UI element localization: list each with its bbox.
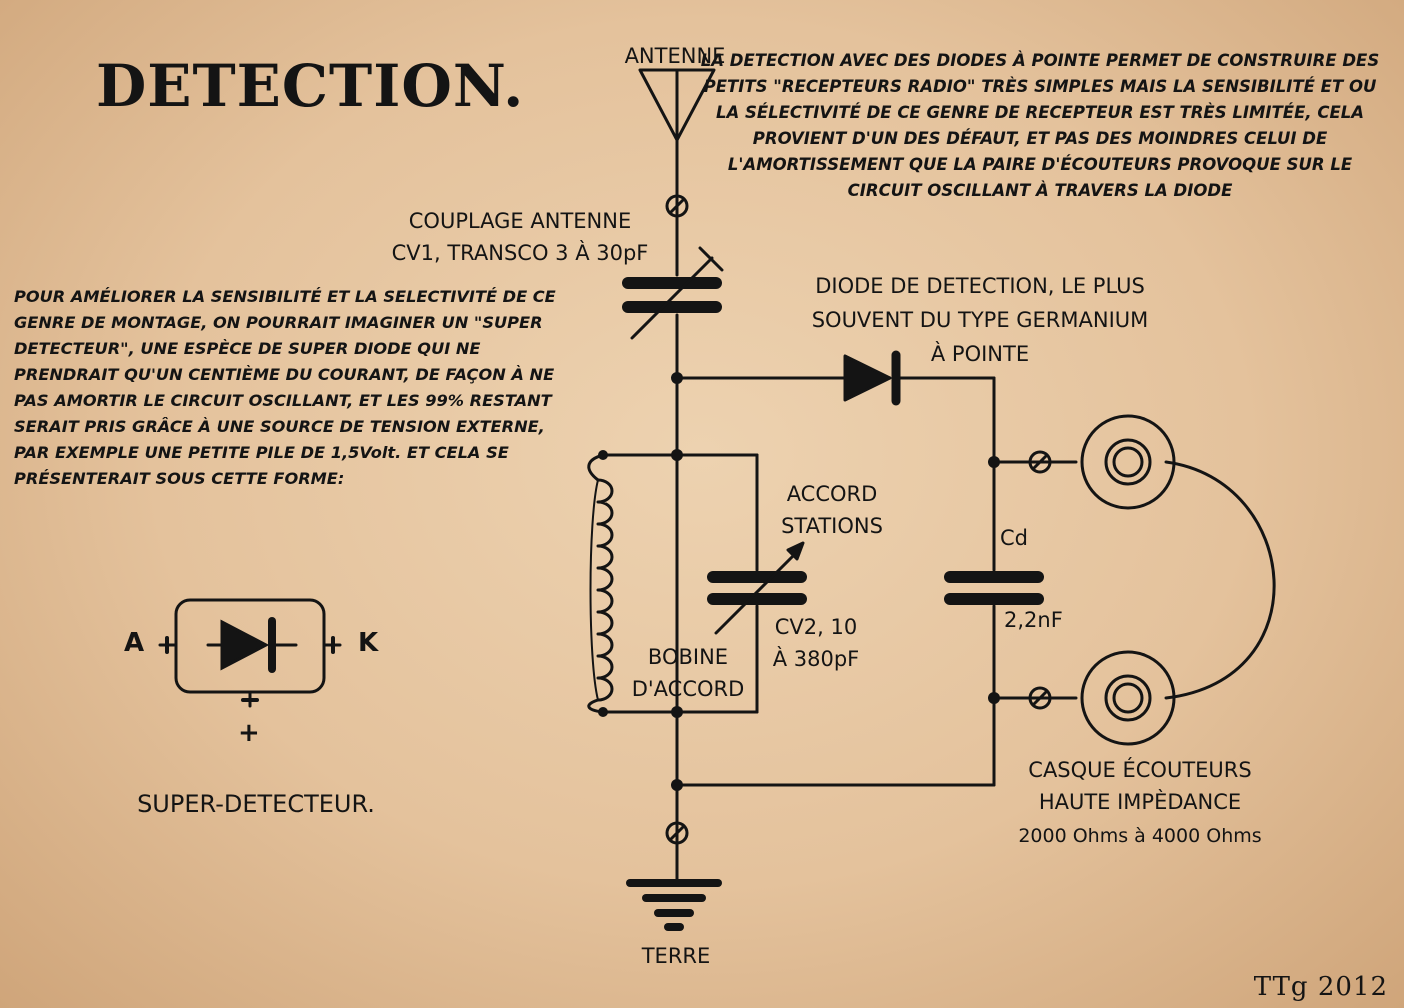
cd-capacitor: [944, 571, 1044, 605]
diode-label-1: DIODE DE DETECTION, LE PLUS: [815, 274, 1145, 298]
antenna-symbol: [638, 68, 716, 142]
headphones-label-2: HAUTE IMPÈDANCE: [1038, 790, 1242, 814]
cv1-capacitor: [622, 246, 724, 340]
cv2-capacitor: [707, 541, 807, 635]
tuning-label-2: STATIONS: [781, 514, 883, 538]
cv2-label-2: À 380pF: [772, 647, 860, 671]
headband: [1164, 460, 1276, 700]
super-detector-symbol: [158, 598, 342, 708]
headphones-label-3: 2000 Ohms à 4000 Ohms: [1018, 825, 1262, 847]
ground-label: TERRE: [641, 944, 711, 968]
terminal-antenna: [665, 194, 689, 218]
headphone-lower: [1080, 650, 1176, 746]
super-detector-caption: SUPER-DETECTEUR.: [137, 790, 375, 818]
super-plus-label: +: [238, 718, 260, 748]
note-top: LA DETECTION AVEC DES DIODES À POINTE PE…: [700, 51, 1380, 200]
terminal-headphone-top: [1028, 450, 1052, 474]
page-title: DETECTION.: [96, 52, 525, 120]
diode-label-3: À POINTE: [930, 342, 1030, 366]
ground-symbol: [626, 879, 722, 931]
headphones-label-1: CASQUE ÉCOUTEURS: [1028, 758, 1252, 782]
headphone-upper: [1080, 414, 1176, 510]
coupling-label-1: COUPLAGE ANTENNE: [408, 209, 632, 233]
terminal-ground: [665, 821, 689, 845]
diode-label-2: SOUVENT DU TYPE GERMANIUM: [811, 308, 1149, 332]
super-cathode-label: K: [358, 628, 379, 658]
note-left: POUR AMÉLIORER LA SENSIBILITÉ ET LA SELE…: [14, 287, 556, 488]
coupling-label-2: CV1, TRANSCO 3 À 30pF: [391, 241, 649, 265]
signature: TTg 2012: [1253, 972, 1388, 1002]
coil-label-2: D'ACCORD: [631, 677, 745, 701]
antenna-label: ANTENNE: [624, 44, 726, 68]
cv2-label-1: CV2, 10: [774, 615, 858, 639]
cd-label: Cd: [1000, 526, 1028, 550]
terminal-headphone-bottom: [1028, 686, 1052, 710]
cd-value: 2,2nF: [1004, 608, 1063, 632]
junction-dots: [598, 372, 1000, 791]
tuning-label-1: ACCORD: [786, 482, 878, 506]
coil-label-1: BOBINE: [647, 645, 729, 669]
super-anode-label: A: [124, 628, 145, 658]
